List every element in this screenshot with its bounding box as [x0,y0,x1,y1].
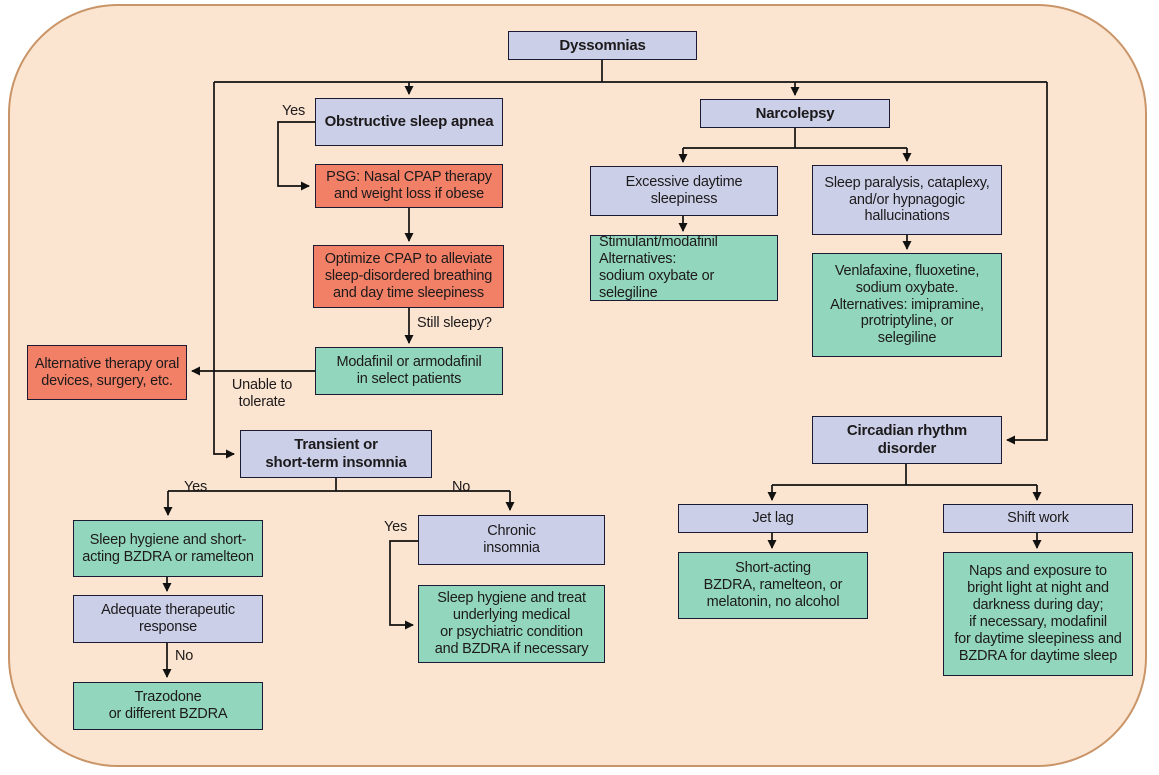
label-yes-chronic: Yes [384,519,408,535]
node-sleep-paralysis: Sleep paralysis, cataplexy, and/or hypna… [812,165,1002,235]
node-venlafaxine: Venlafaxine, fluoxetine, sodium oxybate.… [812,253,1002,357]
node-chronic-insomnia: Chronic insomnia [418,515,605,565]
node-dyssomnias: Dyssomnias [508,31,697,60]
node-sleep-hygiene-short-acting: Sleep hygiene and short- acting BZDRA or… [73,520,263,577]
label-still-sleepy: Still sleepy? [417,315,492,331]
edge-osa-yes-psg [277,121,315,191]
node-stimulant-modafinil: Stimulant/modafinil Alternatives: sodium… [590,234,778,301]
node-narcolepsy: Narcolepsy [700,99,890,128]
edge-to-circadian [1006,82,1048,445]
node-transient-insomnia: Transient or short-term insomnia [240,430,432,478]
node-excessive-daytime-sleepiness: Excessive daytime sleepiness [590,166,778,216]
node-adequate-response: Adequate therapeutic response [73,595,263,643]
edge-to-transient [213,82,235,459]
node-optimize-cpap: Optimize CPAP to alleviate sleep-disorde… [313,245,504,308]
node-obstructive-sleep-apnea: Obstructive sleep apnea [315,98,503,146]
node-modafinil-armodafinil: Modafinil or armodafinil in select patie… [315,347,503,395]
label-yes-transient: Yes [184,479,208,495]
edge-chronic-yes-treat [389,540,418,630]
node-psg-cpap: PSG: Nasal CPAP therapy and weight loss … [315,164,503,208]
node-shift-work: Shift work [943,504,1133,533]
node-naps-exposure: Naps and exposure to bright light at nig… [943,552,1133,676]
label-unable-to-tolerate: Unable to tolerate [231,377,293,410]
label-no-adequate: No [175,648,194,664]
node-sleep-hygiene-treat: Sleep hygiene and treat underlying medic… [418,585,605,663]
node-alternative-therapy: Alternative therapy oral devices, surger… [27,345,187,400]
label-no-transient: No [452,479,471,495]
node-trazodone: Trazodone or different BZDRA [73,682,263,730]
label-yes-osa: Yes [282,103,306,119]
node-circadian-rhythm-disorder: Circadian rhythm disorder [812,416,1002,464]
node-jet-lag: Jet lag [678,504,868,533]
node-short-acting-bzdra: Short-acting BZDRA, ramelteon, or melato… [678,552,868,619]
